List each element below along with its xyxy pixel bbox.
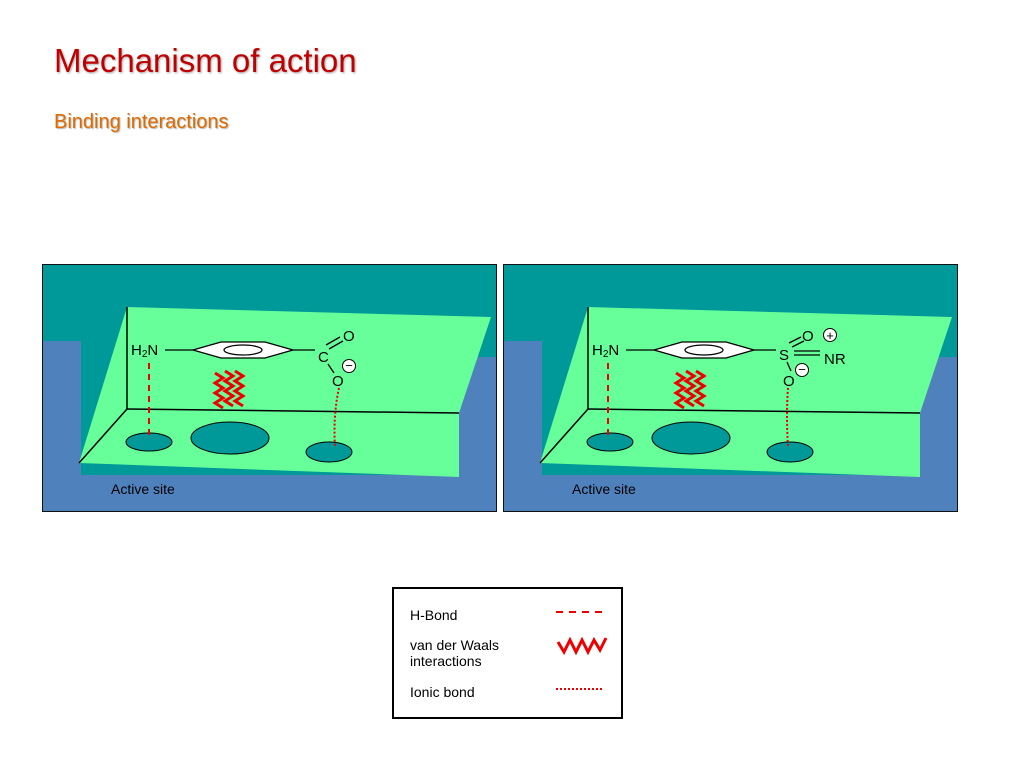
plane-edge-horizontal xyxy=(126,408,460,414)
double-bond-line-2 xyxy=(791,340,805,348)
benzene-inner-ring xyxy=(684,344,724,356)
positive-charge-circle xyxy=(823,328,837,342)
negative-charge-label: − xyxy=(345,358,353,373)
pocket-ionic xyxy=(766,441,814,463)
double-bond-line-1 xyxy=(325,336,341,346)
plane-edge-diagonal xyxy=(78,408,128,464)
vdw-zigzag-2 xyxy=(683,369,697,408)
top-oxygen-label: O xyxy=(343,328,355,345)
bottom-oxygen-label: O xyxy=(783,373,795,390)
single-bond-oxygen xyxy=(786,361,792,372)
vdw-marker xyxy=(212,369,246,410)
slide-title: Mechanism of action xyxy=(54,42,357,79)
binding-plane xyxy=(540,307,952,477)
plane-edge-horizontal xyxy=(587,408,921,414)
negative-charge-circle xyxy=(342,359,356,373)
pocket-ionic xyxy=(305,441,353,463)
double-bond-line-2 xyxy=(328,340,344,350)
vdw-zigzag-1 xyxy=(212,371,226,410)
pocket-hbond xyxy=(125,432,173,452)
amine-label: H2N xyxy=(131,342,158,360)
negative-charge-circle xyxy=(795,363,809,377)
active-site-label: Active site xyxy=(572,481,636,497)
legend-marker-vdw xyxy=(556,636,608,656)
vdw-zigzag-3 xyxy=(693,369,707,408)
binding-panel-carboxylate: H2N C O O − Active site xyxy=(42,264,497,512)
double-bond-line-1 xyxy=(788,336,802,344)
vdw-zigzag-2 xyxy=(222,369,236,408)
pocket-vdw xyxy=(190,421,270,455)
binding-diagram-carboxylate: H2N C O O − Active site xyxy=(43,265,496,511)
pocket-vdw xyxy=(651,421,731,455)
legend-marker-ionic xyxy=(556,688,602,690)
legend-label-ionic: Ionic bond xyxy=(410,684,475,700)
nitrogen-group-label: NR xyxy=(824,351,846,368)
amine-label: H2N xyxy=(592,342,619,360)
legend-label-vdw: van der Waals interactions xyxy=(410,637,499,669)
legend-marker-hbond xyxy=(556,611,608,613)
vdw-marker xyxy=(673,369,707,410)
ionic-marker xyxy=(786,387,789,448)
binding-diagram-sulfonamide: H2N S O + NR O − Active site xyxy=(504,265,957,511)
binding-plane xyxy=(79,307,491,477)
benzene-inner-ring xyxy=(223,344,263,356)
negative-charge-label: − xyxy=(798,362,806,377)
slide-subtitle: Binding interactions xyxy=(54,111,229,133)
ionic-marker xyxy=(333,387,340,448)
single-bond-oxygen xyxy=(327,363,335,374)
plane-edge-diagonal xyxy=(539,408,589,464)
carbon-atom-label: C xyxy=(318,349,329,366)
vdw-zigzag-3 xyxy=(232,369,246,408)
legend-box: H-Bond van der Waals interactions Ionic … xyxy=(392,587,623,719)
binding-panel-sulfonamide: H2N S O + NR O − Active site xyxy=(503,264,958,512)
positive-charge-label: + xyxy=(826,328,834,343)
active-site-label: Active site xyxy=(111,481,175,497)
top-oxygen-label: O xyxy=(802,328,814,345)
sulfur-atom-label: S xyxy=(779,347,789,364)
legend-label-hbond: H-Bond xyxy=(410,607,458,623)
vdw-zigzag-1 xyxy=(673,371,687,410)
bottom-oxygen-label: O xyxy=(332,373,344,390)
pocket-hbond xyxy=(586,432,634,452)
